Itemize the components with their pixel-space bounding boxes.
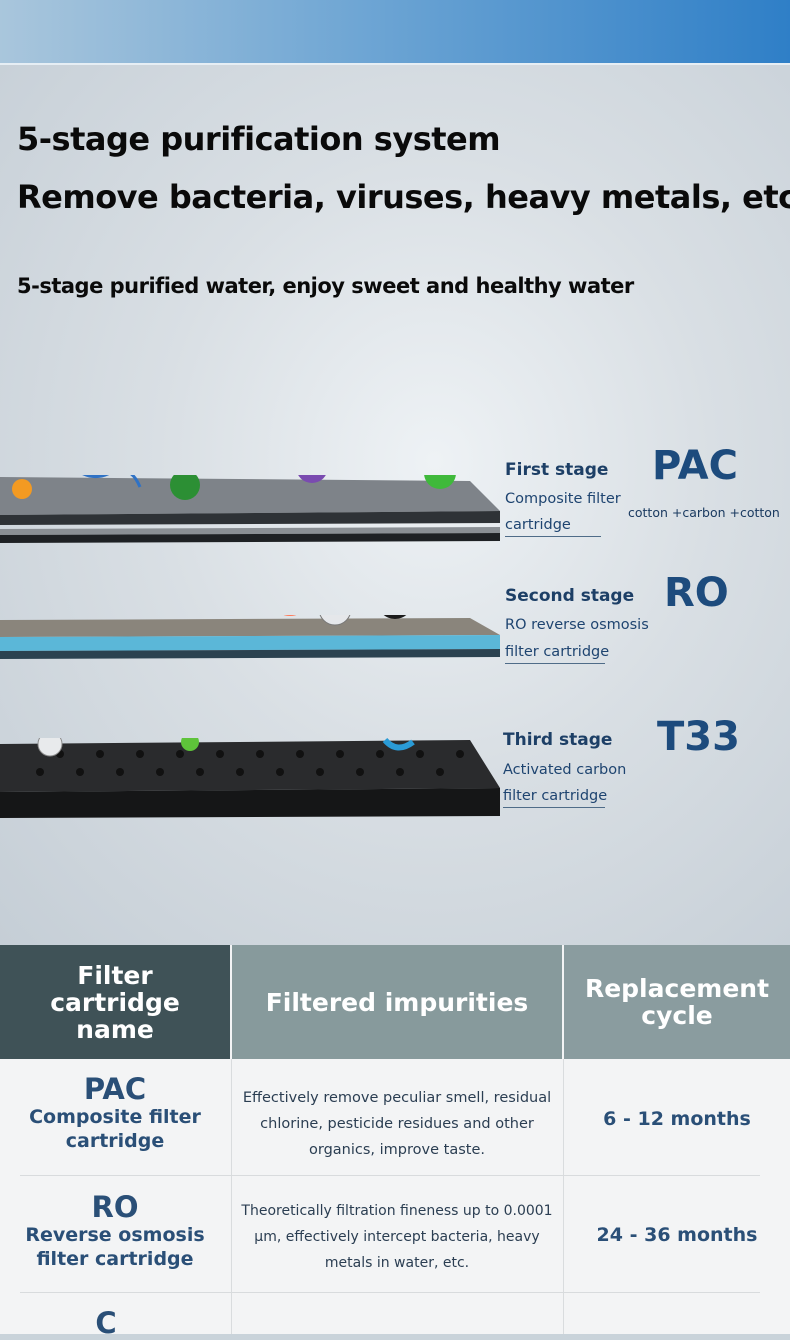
stage2-desc-line2: filter cartridge bbox=[505, 644, 610, 660]
table-row-ro-cycle: 24 - 36 months bbox=[596, 1224, 758, 1246]
row-code: PAC bbox=[83, 1072, 147, 1106]
row-name-line2: cartridge bbox=[65, 1130, 165, 1152]
row-divider bbox=[20, 1292, 760, 1293]
impurities-line3: metals in water, etc. bbox=[324, 1255, 470, 1271]
row-code: RO bbox=[91, 1190, 139, 1224]
stage2-title: Second stage bbox=[505, 586, 635, 606]
table-row-ro-name: RO Reverse osmosis filter cartridge bbox=[0, 1191, 230, 1271]
stage3-desc-line1: Activated carbon bbox=[503, 762, 627, 778]
table-row-pac-cycle: 6 - 12 months bbox=[603, 1108, 751, 1130]
table-row-c-name: C bbox=[0, 1307, 212, 1339]
stage3-title: Third stage bbox=[503, 730, 613, 750]
composite-filter-layer-illustration bbox=[0, 475, 500, 543]
stage1-title: First stage bbox=[505, 460, 609, 480]
stage3-code: T33 bbox=[657, 714, 740, 760]
headline-line2: Remove bacteria, viruses, heavy metals, … bbox=[17, 178, 790, 216]
subtitle: 5-stage purified water, enjoy sweet and … bbox=[17, 274, 634, 298]
stage1-underline bbox=[505, 536, 601, 537]
stage1-desc-line1: Composite filter bbox=[505, 491, 621, 507]
row-divider bbox=[20, 1175, 760, 1176]
stage2-desc-line1: RO reverse osmosis bbox=[505, 617, 649, 633]
table-row-ro-impurities: Theoretically filtration fineness up to … bbox=[232, 1198, 562, 1276]
impurities-line2: chlorine, pesticide residues and other bbox=[260, 1116, 534, 1132]
table-row-pac-impurities: Effectively remove peculiar smell, resid… bbox=[232, 1085, 562, 1163]
header-impurities: Filtered impurities bbox=[232, 945, 562, 1059]
stage3-underline bbox=[503, 807, 605, 808]
impurities-line1: Effectively remove peculiar smell, resid… bbox=[242, 1090, 552, 1106]
impurities-line3: organics, improve taste. bbox=[309, 1142, 485, 1158]
ro-membrane-layer-illustration bbox=[0, 615, 500, 659]
stage1-code: PAC bbox=[652, 443, 738, 489]
header-replacement-cycle: Replacement cycle bbox=[564, 945, 790, 1059]
activated-carbon-layer-illustration bbox=[0, 738, 500, 818]
stage1-desc-line2: cartridge bbox=[505, 517, 571, 533]
header-cartridge-name: Filter cartridge name bbox=[0, 945, 230, 1059]
row-name-line2: filter cartridge bbox=[36, 1248, 194, 1270]
headline-line1: 5-stage purification system bbox=[17, 120, 501, 158]
row-name-line1: Reverse osmosis bbox=[25, 1224, 205, 1246]
column-divider bbox=[231, 1059, 232, 1334]
header-replacement-cycle-text: Replacement cycle bbox=[584, 974, 770, 1030]
column-divider bbox=[563, 1059, 564, 1334]
stage3-desc-line2: filter cartridge bbox=[503, 788, 608, 804]
filter-table: Filter cartridge name Filtered impuritie… bbox=[0, 945, 790, 1339]
row-code: C bbox=[95, 1306, 117, 1340]
row-name-line1: Composite filter bbox=[29, 1106, 201, 1128]
table-row-pac-name: PAC Composite filter cartridge bbox=[0, 1073, 230, 1153]
header-impurities-text: Filtered impurities bbox=[265, 987, 529, 1017]
impurities-line1: Theoretically filtration fineness up to … bbox=[241, 1203, 553, 1219]
impurities-line2: μm, effectively intercept bacteria, heav… bbox=[254, 1229, 540, 1245]
top-banner bbox=[0, 0, 790, 65]
stage1-extra: cotton +carbon +cotton bbox=[628, 505, 780, 520]
stage2-code: RO bbox=[664, 570, 729, 616]
header-cartridge-name-text: Filter cartridge name bbox=[50, 960, 180, 1044]
stage2-underline bbox=[505, 663, 605, 664]
